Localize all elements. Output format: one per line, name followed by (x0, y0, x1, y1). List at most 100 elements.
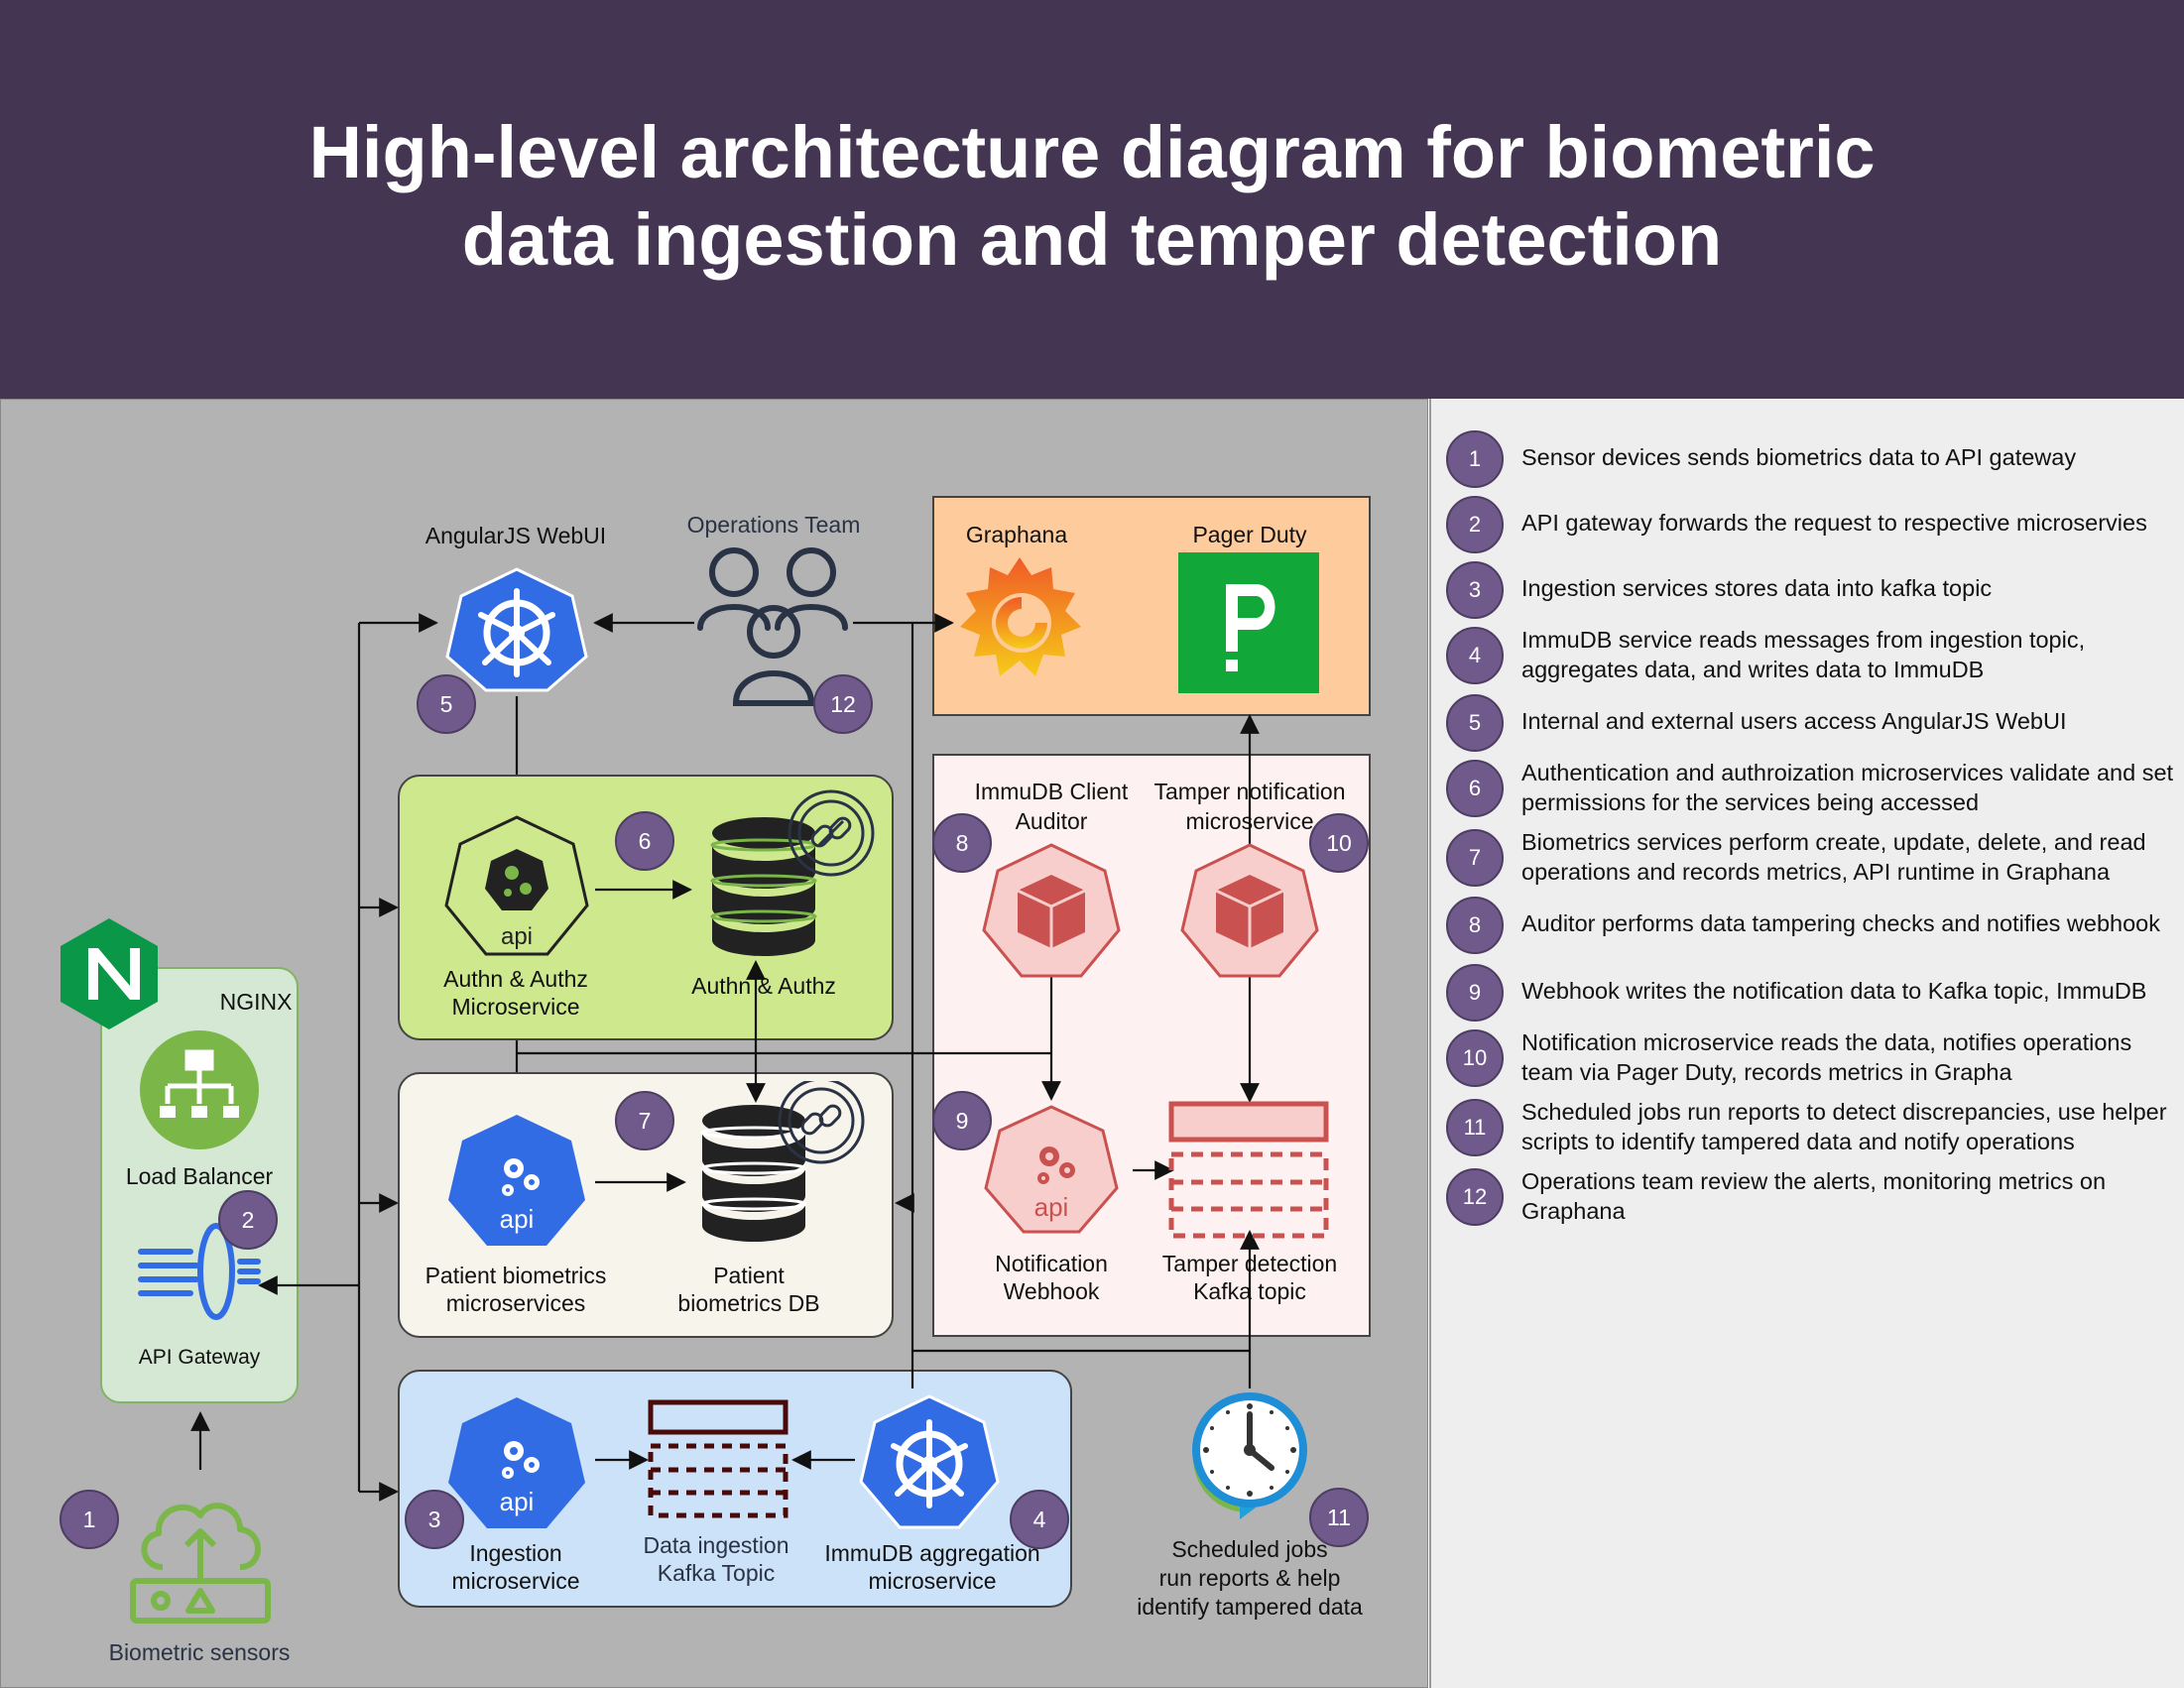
legend-item-12: 12 Operations team review the alerts, mo… (1446, 1166, 2180, 1228)
legend-text: Auditor performs data tampering checks a… (1521, 910, 2160, 936)
patient-db-label-2: biometrics DB (677, 1290, 820, 1316)
legend-item-3: 3 Ingestion services stores data into ka… (1446, 559, 2180, 621)
jobs-label-2: run reports & help (1158, 1565, 1341, 1591)
legend-badge: 1 (1446, 430, 1504, 488)
webhook-label-2: Webhook (1003, 1278, 1100, 1304)
legend-text: Sensor devices sends biometrics data to … (1521, 444, 2077, 470)
tamper-kafka-topic-icon (1168, 1101, 1329, 1239)
operations-team-label: Operations Team (686, 512, 861, 538)
patient-ms-label-2: microservices (445, 1290, 586, 1316)
tamper-ms-label-1: Tamper notification (1153, 779, 1346, 804)
pagerduty-logo-icon (1178, 552, 1319, 693)
people-icon (697, 547, 848, 706)
legend-badge: 3 (1446, 561, 1504, 619)
page-title: High-level architecture diagram for biom… (0, 109, 2184, 284)
step-badge-2: 2 (218, 1190, 278, 1250)
step-badge-4: 4 (1010, 1490, 1069, 1549)
legend-item-9: 9 Webhook writes the notification data t… (1446, 962, 2180, 1024)
step-badge-10: 10 (1309, 813, 1369, 873)
legend-item-1: 1 Sensor devices sends biometrics data t… (1446, 428, 2180, 490)
immudb-aggregation-wheel-icon (859, 1394, 1000, 1529)
api-gateway-icon (138, 1223, 261, 1320)
nginx-logo-icon (61, 918, 158, 1029)
authn-db-label: Authn & Authz (691, 973, 836, 999)
patient-api-text: api (500, 1204, 535, 1234)
legend-badge: 2 (1446, 496, 1504, 553)
jobs-label-1: Scheduled jobs (1171, 1536, 1328, 1562)
legend-text: API gateway forwards the request to resp… (1521, 510, 2147, 536)
biometric-sensors-label: Biometric sensors (108, 1639, 291, 1665)
authn-api-icon: api (444, 815, 589, 956)
legend-item-10: 10 Notification microservice reads the d… (1446, 1027, 2180, 1089)
ingestion-api-icon: api (448, 1397, 585, 1528)
title-line-1: High-level architecture diagram for biom… (308, 111, 1876, 193)
legend-text: Operations team review the alerts, monit… (1521, 1168, 2107, 1224)
grafana-logo-icon (960, 557, 1081, 676)
pager-duty-label: Pager Duty (1192, 522, 1307, 547)
ingestion-kafka-topic-icon (648, 1399, 789, 1518)
legend-item-4: 4 ImmuDB service reads messages from ing… (1446, 625, 2180, 686)
step-badge-9: 9 (932, 1091, 992, 1150)
ingestion-ms-label-2: microservice (451, 1568, 580, 1594)
patient-db-label-1: Patient (713, 1263, 785, 1288)
legend-text: Ingestion services stores data into kafk… (1521, 575, 1993, 601)
webhook-label-1: Notification (995, 1251, 1108, 1276)
api-gateway-label: API Gateway (138, 1346, 261, 1369)
ingestion-api-text: api (500, 1487, 535, 1516)
title-line-2: data ingestion and temper detection (461, 198, 1723, 281)
legend-text: Biometrics services perform create, upda… (1521, 829, 2146, 885)
legend-item-7: 7 Biometrics services perform create, up… (1446, 827, 2180, 889)
ingestion-topic-label-2: Kafka Topic (657, 1560, 776, 1586)
webui-label: AngularJS WebUI (425, 523, 607, 548)
tamper-notification-box-icon (1180, 843, 1319, 978)
nginx-label: NGINX (219, 989, 293, 1015)
step-badge-5: 5 (417, 674, 476, 734)
clock-icon (1192, 1392, 1307, 1519)
load-balancer-icon (140, 1030, 259, 1149)
legend-text: Webhook writes the notification data to … (1521, 978, 2147, 1004)
authn-api-text: api (501, 923, 533, 950)
legend-item-8: 8 Auditor performs data tampering checks… (1446, 895, 2180, 956)
legend-badge: 6 (1446, 760, 1504, 817)
step-badge-1: 1 (60, 1490, 119, 1549)
step-badge-7: 7 (615, 1091, 674, 1150)
authn-ms-label-1: Authn & Authz (443, 966, 588, 992)
header-banner (0, 0, 2184, 399)
legend-text: Scheduled jobs run reports to detect dis… (1521, 1099, 2167, 1154)
legend-badge: 12 (1446, 1168, 1504, 1226)
legend-text: ImmuDB service reads messages from inges… (1521, 627, 2086, 682)
ingestion-topic-label-1: Data ingestion (643, 1532, 789, 1558)
graphana-label: Graphana (965, 522, 1068, 547)
authn-database-icon (710, 789, 875, 956)
tamper-group (932, 754, 1371, 1337)
legend-text: Notification microservice reads the data… (1521, 1029, 2132, 1085)
tamper-topic-label-2: Kafka topic (1193, 1278, 1306, 1304)
legend-item-5: 5 Internal and external users access Ang… (1446, 692, 2180, 754)
legend-badge: 9 (1446, 964, 1504, 1022)
legend-item-6: 6 Authentication and authroization micro… (1446, 758, 2180, 819)
legend-panel (1429, 399, 2184, 1688)
jobs-label-3: identify tampered data (1137, 1594, 1363, 1620)
tamper-topic-label-1: Tamper detection (1161, 1251, 1338, 1276)
load-balancer-label: Load Balancer (125, 1163, 274, 1189)
auditor-label-1: ImmuDB Client (974, 779, 1129, 804)
webhook-api-icon: api (984, 1105, 1119, 1234)
step-badge-6: 6 (615, 811, 674, 871)
legend-badge: 11 (1446, 1099, 1504, 1156)
legend-item-2: 2 API gateway forwards the request to re… (1446, 494, 2180, 555)
legend-badge: 5 (1446, 694, 1504, 752)
auditor-box-icon (982, 843, 1121, 978)
legend-badge: 4 (1446, 627, 1504, 684)
step-badge-12: 12 (813, 674, 873, 734)
patient-api-icon: api (448, 1115, 585, 1246)
patient-ms-label-1: Patient biometrics (425, 1263, 607, 1288)
step-badge-11: 11 (1309, 1488, 1369, 1547)
legend-text: Internal and external users access Angul… (1521, 708, 2067, 734)
patient-database-icon (700, 1081, 865, 1242)
step-badge-8: 8 (932, 813, 992, 873)
immudb-agg-label-1: ImmuDB aggregation (824, 1540, 1040, 1566)
step-badge-3: 3 (405, 1490, 464, 1549)
ingestion-ms-label-1: Ingestion (469, 1540, 562, 1566)
legend-badge: 7 (1446, 829, 1504, 887)
